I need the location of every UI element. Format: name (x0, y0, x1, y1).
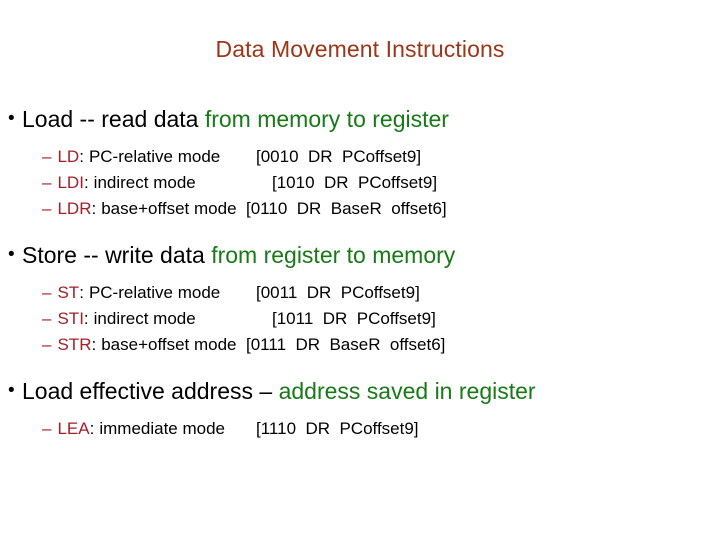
encoding-ldi: [1010 DR PCoffset9] (272, 173, 438, 192)
mnemonic-ldi: LDI (57, 173, 84, 192)
encoding-sti: [1011 DR PCoffset9] (272, 309, 436, 328)
encoding-str: [0111 DR BaseR offset6] (246, 335, 446, 354)
mode-ldi: indirect mode (93, 173, 196, 192)
dash-glyph-icon: – (42, 419, 52, 438)
colon: : (91, 199, 97, 218)
dash-glyph-icon: – (42, 199, 52, 218)
mnemonic-st: ST (57, 283, 80, 302)
list-item-ldr: –LDR:base+offset mode [0110 DR BaseR off… (0, 196, 720, 222)
mnemonic-sti: STI (57, 309, 84, 328)
mode-st: PC-relative mode (88, 283, 221, 302)
encoding-lea: [1110 DR PCoffset9] (256, 419, 419, 438)
encoding-st: [0011 DR PCoffset9] (256, 283, 420, 302)
mnemonic-ld: LD (57, 147, 80, 166)
mnemonic-ldr: LDR (57, 199, 92, 218)
page-title: Data Movement Instructions (215, 36, 505, 62)
list-item-ldi: –LDI:indirect mode [1010 DR PCoffset9] (0, 170, 720, 196)
bullet-lea: • Load effective address – address saved … (0, 376, 720, 406)
mode-str: base+offset mode (101, 335, 237, 354)
bullet-store-black: Store -- write data (22, 242, 212, 268)
spacer (0, 358, 720, 376)
bullet-glyph-icon: • (8, 244, 15, 265)
list-item-lea: –LEA:immediate mode [1110 DR PCoffset9] (0, 416, 720, 442)
mode-ldr: base+offset mode (101, 199, 237, 218)
colon: : (83, 173, 89, 192)
colon: : (89, 419, 95, 438)
mode-sti: indirect mode (93, 309, 196, 328)
list-item-str: –STR:base+offset mode [0111 DR BaseR off… (0, 332, 720, 358)
bullet-load: • Load -- read data from memory to regist… (0, 104, 720, 134)
encoding-ld: [0010 DR PCoffset9] (256, 147, 422, 166)
bullet-lea-green: address saved in register (278, 378, 536, 404)
colon: : (91, 335, 97, 354)
list-item-sti: –STI:indirect mode [1011 DR PCoffset9] (0, 306, 720, 332)
bullet-load-green: from memory to register (204, 106, 449, 132)
bullet-store-green: from register to memory (211, 242, 456, 268)
dash-glyph-icon: – (42, 173, 52, 192)
dash-glyph-icon: – (42, 147, 52, 166)
encoding-ldr: [0110 DR BaseR offset6] (246, 199, 447, 218)
spacer (0, 222, 720, 240)
spacer (0, 270, 720, 280)
dash-glyph-icon: – (42, 309, 52, 328)
bullet-glyph-icon: • (8, 108, 15, 129)
list-item-st: –ST:PC-relative mode [0011 DR PCoffset9] (0, 280, 720, 306)
mode-lea: immediate mode (99, 419, 226, 438)
dash-glyph-icon: – (42, 335, 52, 354)
spacer (0, 406, 720, 416)
bullet-store: • Store -- write data from register to me… (0, 240, 720, 270)
bullet-load-black: Load -- read data (22, 106, 205, 132)
bullet-glyph-icon: • (8, 380, 15, 401)
dash-glyph-icon: – (42, 283, 52, 302)
slide-body: • Load -- read data from memory to regist… (0, 104, 720, 442)
mnemonic-lea: LEA (57, 419, 90, 438)
colon: : (79, 147, 84, 166)
spacer (0, 134, 720, 144)
colon: : (79, 283, 84, 302)
mnemonic-str: STR (57, 335, 92, 354)
mode-ld: PC-relative mode (88, 147, 221, 166)
colon: : (83, 309, 89, 328)
bullet-lea-black: Load effective address – (22, 378, 279, 404)
list-item-ld: –LD:PC-relative mode [0010 DR PCoffset9] (0, 144, 720, 170)
